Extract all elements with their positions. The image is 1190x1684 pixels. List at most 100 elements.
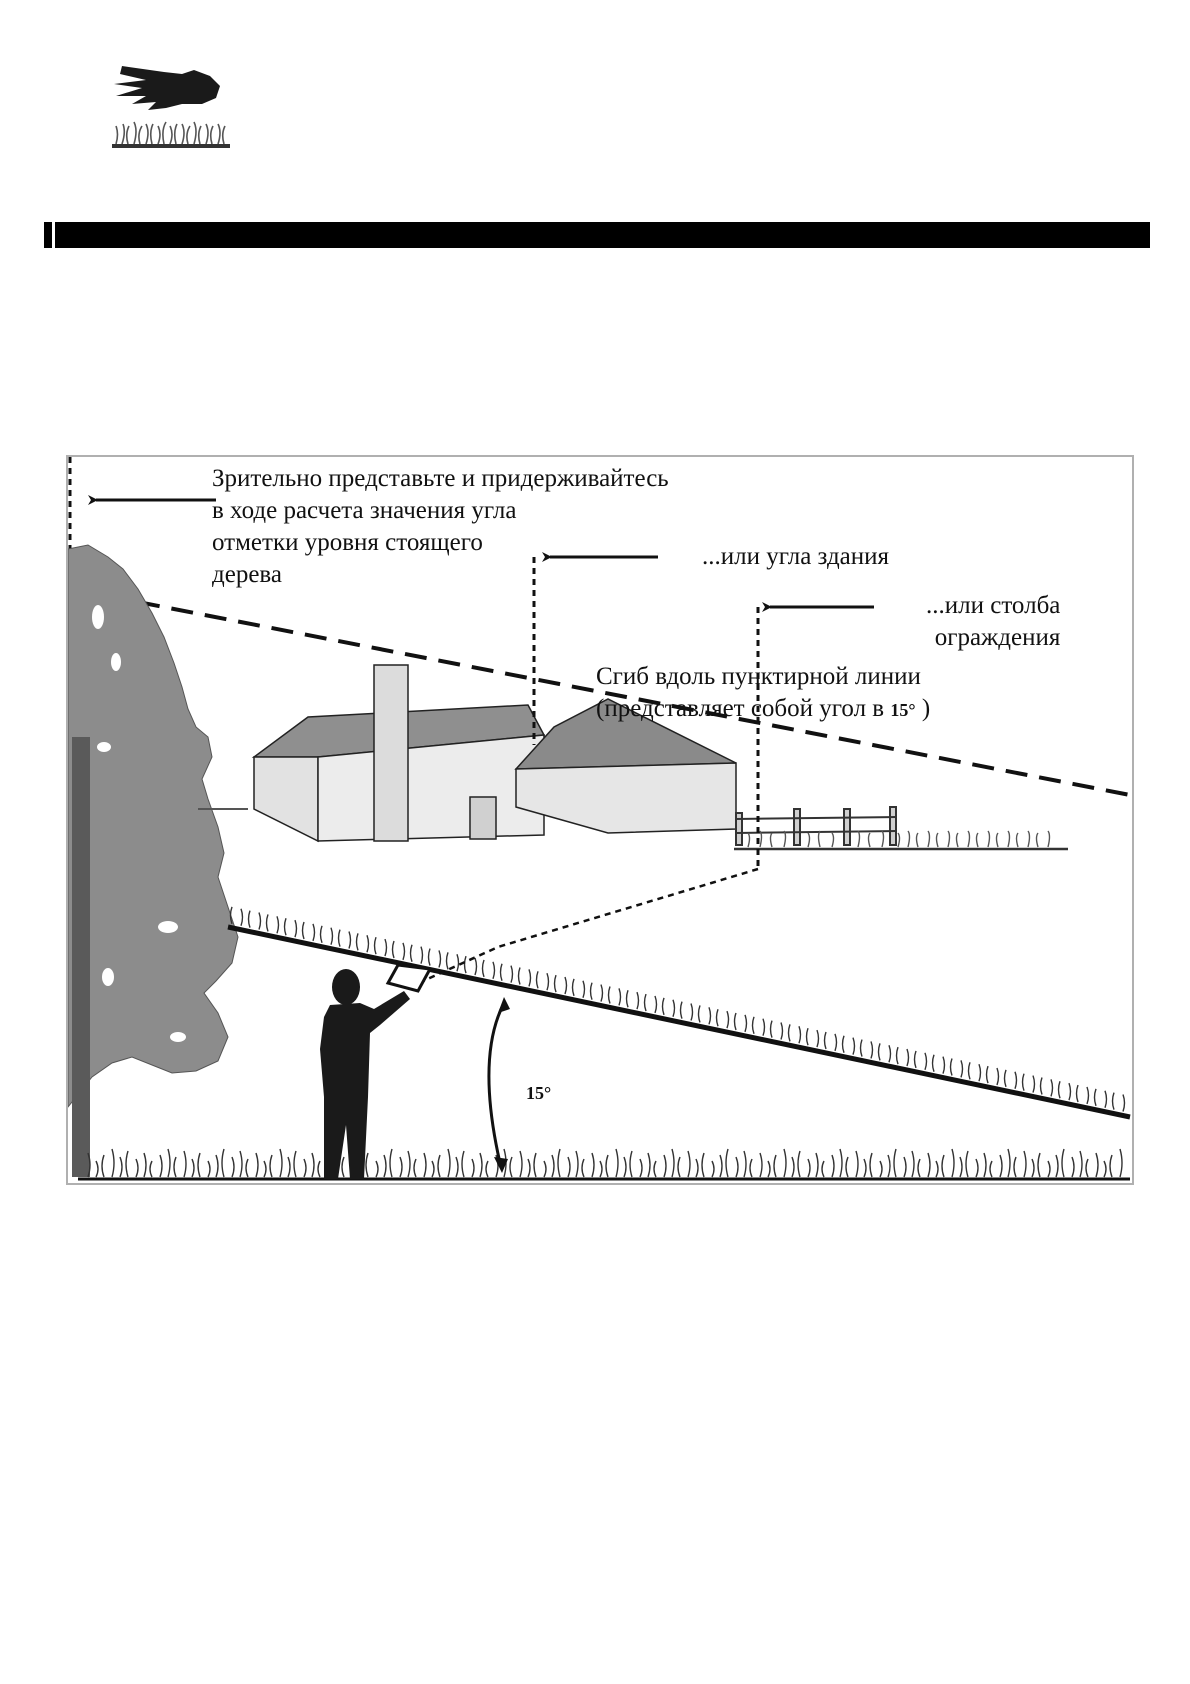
grass-blade [111, 1148, 115, 1178]
grass-blade [319, 925, 323, 944]
grass-blade [312, 923, 316, 942]
grass-blade [1109, 1154, 1113, 1178]
grass-blade [831, 1154, 835, 1178]
grass-blade [239, 1150, 243, 1178]
grass-blade [167, 1148, 171, 1178]
grass-blade [834, 1033, 838, 1052]
grass-blade [715, 1008, 719, 1027]
grass-blade [255, 1152, 259, 1178]
grass-blade [906, 1048, 910, 1067]
grass-blade [913, 1050, 917, 1069]
grass-blade [533, 1152, 537, 1178]
grass-blade [1111, 1092, 1115, 1110]
grass-blade [600, 984, 604, 1002]
grass-blade [960, 1060, 964, 1078]
grass-blade [733, 1012, 737, 1031]
grass-blade [879, 1160, 883, 1178]
grass-blade [229, 906, 233, 925]
grass-blade [276, 916, 280, 934]
label-main-line4: дерева [212, 561, 282, 588]
grass-blade [420, 946, 424, 964]
grass-blade [509, 1156, 513, 1178]
grass-blade [173, 1156, 177, 1178]
grass-blade [654, 995, 658, 1014]
grass-blade [749, 1158, 753, 1178]
grass-blade [399, 1156, 403, 1178]
grass-blade [708, 1007, 712, 1025]
grass-blade [695, 1158, 699, 1178]
label-fence-line2: ограждения [934, 624, 1061, 651]
grass-blade [1119, 1148, 1123, 1178]
grass-blade [1023, 1150, 1027, 1178]
grass-blade [629, 1150, 633, 1178]
grass-blade [456, 954, 460, 972]
grass-blade [263, 1160, 267, 1178]
grass-blade [978, 1063, 982, 1082]
grass-blade [855, 1150, 859, 1178]
grass-blade [985, 1065, 989, 1084]
grass-blade [951, 1148, 955, 1178]
grass-blade [221, 1148, 225, 1178]
house-icon [251, 664, 737, 843]
grass-blade [805, 1027, 809, 1046]
grass-blade [471, 1158, 475, 1178]
grass-blade [751, 1016, 755, 1035]
grass-blade [967, 1062, 971, 1080]
grass-blade [931, 1054, 935, 1072]
grass-blade [409, 944, 413, 962]
grass-blade [517, 967, 521, 985]
grass-blade [1075, 1084, 1079, 1103]
grass-blade [191, 1158, 195, 1178]
grass-blade [859, 1039, 863, 1057]
grass-blade [1095, 1152, 1099, 1178]
inclinometer-icon [385, 963, 433, 993]
grass-blade [924, 1052, 928, 1071]
grass-blade [759, 1152, 763, 1178]
grass-blade [317, 1160, 321, 1178]
grass-blade [437, 1154, 441, 1178]
grass-blade [701, 1152, 705, 1178]
grass-blade [431, 1160, 435, 1178]
grass-blade [839, 1148, 843, 1178]
grass-blade [557, 1148, 561, 1178]
grass-blade [605, 1154, 609, 1178]
grass-blade [581, 1158, 585, 1178]
label-tree-instruction: Зрительно представьте и придерживайтесь … [212, 463, 669, 591]
grass-blade [510, 965, 514, 983]
grass-blade [607, 986, 611, 1004]
grass-blade [279, 1148, 283, 1178]
grass-blade [265, 914, 269, 932]
grass-blade [159, 1154, 163, 1178]
label-fence: ...или столба ограждения [926, 590, 1060, 654]
tree-icon [68, 544, 239, 1177]
grass-blade [543, 1160, 547, 1178]
grass-blade [564, 976, 568, 995]
grass-blade [149, 1160, 153, 1178]
grass-blade [337, 929, 341, 947]
grass-blade [240, 908, 244, 926]
grass-blade [402, 942, 406, 961]
grass-blade [546, 972, 550, 991]
grass-blade [461, 1150, 465, 1178]
grass-blade [1003, 1069, 1007, 1088]
grass-blade [1039, 1077, 1043, 1095]
grass-blade [125, 1150, 129, 1178]
grass-blade [197, 1152, 201, 1178]
grass-blade [903, 1156, 907, 1178]
grass-blade [927, 1152, 931, 1178]
grass-blade [389, 1148, 393, 1178]
grass-blade [455, 1156, 459, 1178]
grass-blade [959, 1156, 963, 1178]
grass-blade [815, 1152, 819, 1178]
grass-blade [481, 959, 485, 978]
grass-blade [911, 1150, 915, 1178]
grass-blade [463, 955, 467, 974]
grass-blade [615, 1148, 619, 1178]
grass-blade [245, 1158, 249, 1178]
grass-blade [231, 1156, 235, 1178]
grass-blade [1057, 1081, 1061, 1099]
label-fold-line1: Сгиб вдоль пунктирной линии [596, 663, 921, 690]
grass-blade [366, 935, 370, 953]
grass-blade [1007, 1148, 1011, 1178]
grass-blade [375, 1160, 379, 1178]
